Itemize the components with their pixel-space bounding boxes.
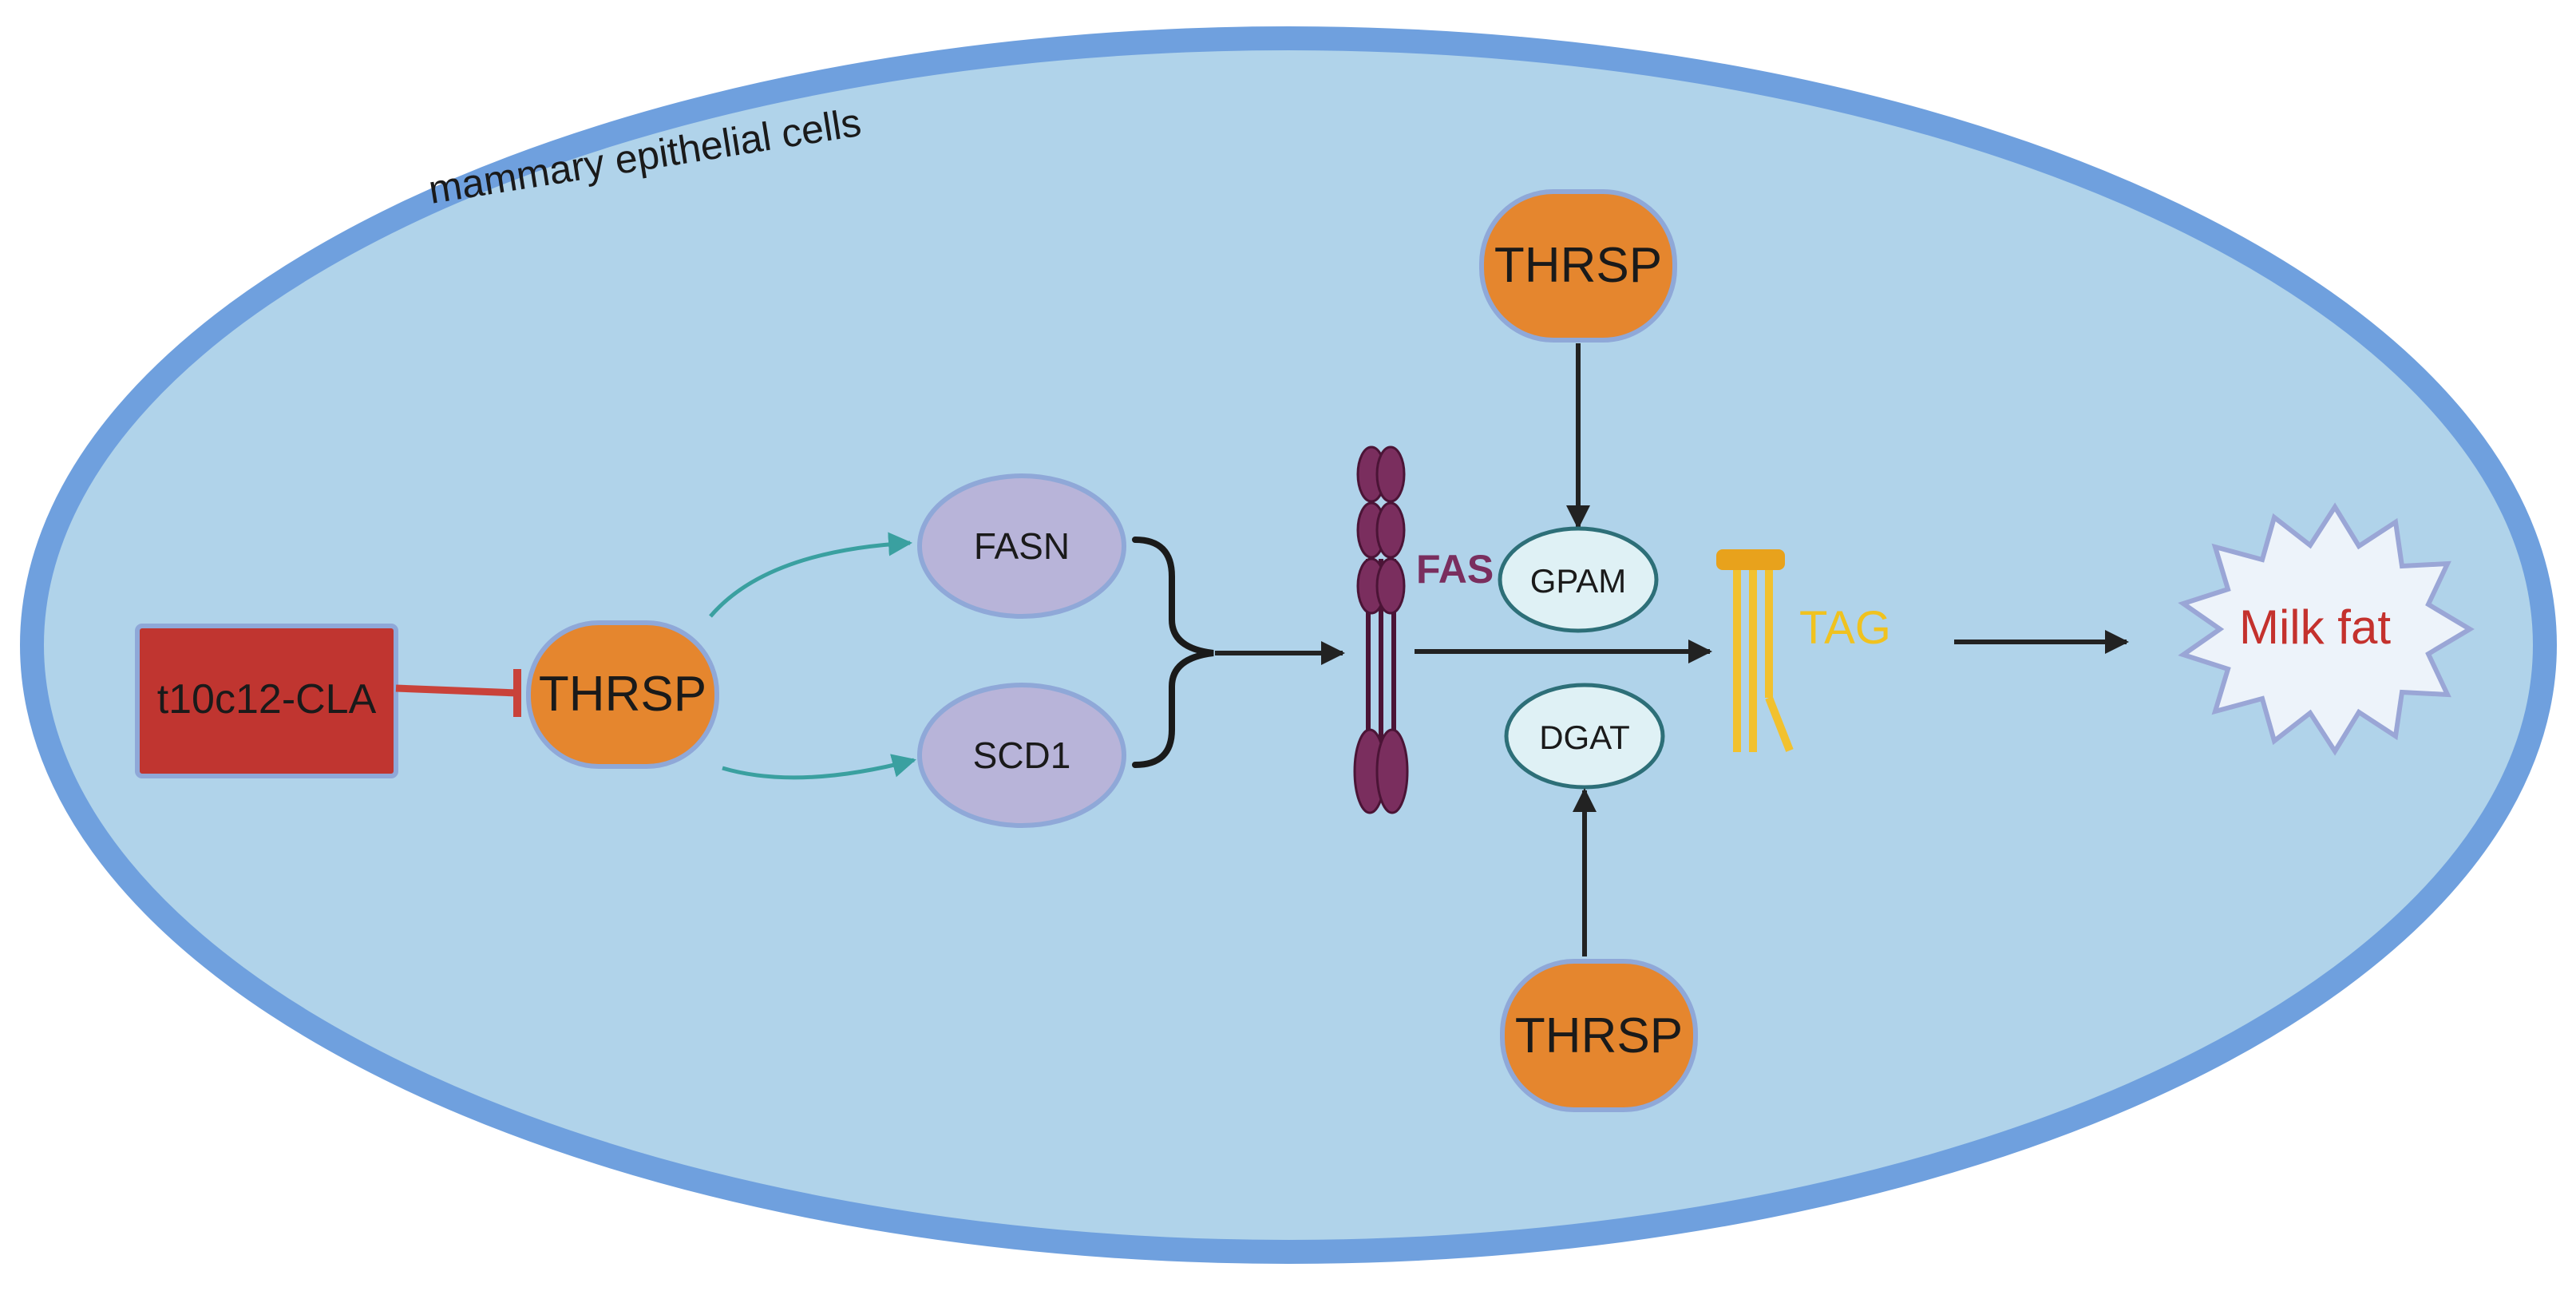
milk-fat-label: Milk fat bbox=[2239, 600, 2391, 654]
tag-lipid-icon bbox=[1716, 549, 1794, 752]
thrsp-left-node: THRSP bbox=[526, 620, 719, 769]
dgat-label: DGAT bbox=[1539, 719, 1630, 756]
thrsp-left-label: THRSP bbox=[539, 667, 706, 722]
thrsp-top-node: THRSP bbox=[1479, 189, 1677, 343]
fas-label: FAS bbox=[1416, 547, 1494, 592]
fasn-node: FASN bbox=[917, 473, 1126, 619]
arrow-to-fasn bbox=[709, 532, 912, 618]
scd1-node: SCD1 bbox=[917, 683, 1126, 828]
brace bbox=[1132, 537, 1214, 768]
fasn-label: FASN bbox=[974, 525, 1070, 567]
thrsp-top-label: THRSP bbox=[1494, 238, 1662, 293]
dgat-node: DGAT bbox=[1504, 683, 1665, 790]
tag-label: TAG bbox=[1799, 602, 1891, 654]
arrow-to-scd1 bbox=[722, 754, 916, 780]
fas-protein-icon bbox=[1353, 446, 1409, 814]
milk-fat-burst bbox=[2178, 502, 2475, 756]
scd1-label: SCD1 bbox=[973, 735, 1071, 776]
inhibition-arrow bbox=[395, 669, 521, 717]
thrsp-bottom-label: THRSP bbox=[1515, 1008, 1683, 1063]
gpam-label: GPAM bbox=[1530, 562, 1627, 600]
cell-membrane bbox=[20, 26, 2557, 1264]
gpam-node: GPAM bbox=[1498, 526, 1659, 633]
regulator-node: t10c12-CLA bbox=[135, 624, 398, 778]
thrsp-bottom-node: THRSP bbox=[1500, 959, 1698, 1112]
regulator-label: t10c12-CLA bbox=[157, 676, 377, 723]
